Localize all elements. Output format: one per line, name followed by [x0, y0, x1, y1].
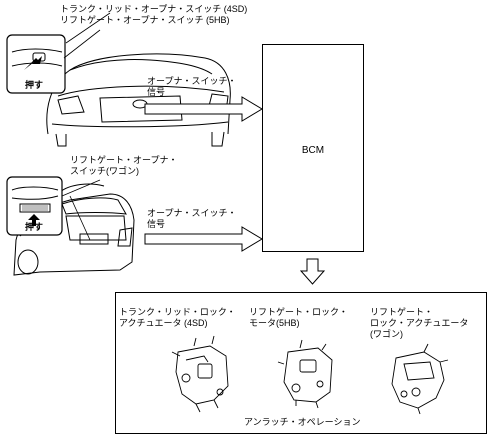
actuator-2-label-line1: リフトゲート・ロック・ [249, 307, 348, 317]
signal-label-bottom-line1: オープナ・スイッチ・ [147, 208, 237, 218]
sedan-rear-illustration [41, 39, 231, 147]
push-label-top: 押す [25, 80, 44, 90]
bcm-output-arrow [299, 258, 326, 285]
signal-label-top-line2: 信号 [147, 87, 166, 97]
liftgate-switch-label-line2: リフトゲート・オープナ・スイッチ (5HB) [60, 15, 230, 25]
signal-label-top-line1: オープナ・スイッチ・ [147, 76, 237, 86]
signal-label-bottom-line2: 信号 [147, 219, 166, 229]
actuator-3-label-line1: リフトゲート・ [370, 307, 434, 317]
wagon-switch-label-line2: スイッチ(ワゴン) [70, 166, 139, 176]
unlatch-operation-label: アンラッチ・オペレーション [244, 417, 361, 427]
actuator-group-box [115, 292, 487, 434]
trunk-switch-label-line1: トランク・リッド・オープナ・スイッチ (4SD) [60, 4, 248, 14]
wagon-switch-inset [6, 176, 101, 236]
wagon-lock-actuator-illustration [391, 343, 449, 415]
signal-arrow-bottom [144, 226, 263, 252]
push-label-bottom: 押す [25, 222, 44, 232]
actuator-2-label-line2: モータ(5HB) [249, 318, 300, 328]
actuator-1-label-line2: アクチュエータ (4SD) [119, 318, 208, 328]
actuator-3-label-line2: ロック・アクチュエータ [370, 318, 469, 328]
trunk-lock-actuator-illustration [171, 335, 229, 413]
bcm-label: BCM [301, 145, 325, 156]
liftgate-lock-motor-illustration [277, 339, 333, 409]
trunk-switch-inset [6, 12, 111, 94]
signal-arrow-top [144, 96, 263, 122]
actuator-1-label-line1: トランク・リッド・ロック・ [119, 307, 236, 317]
actuator-3-label-line3: (ワゴン) [370, 329, 403, 339]
bcm-box: BCM [262, 44, 364, 252]
wagon-switch-label-line1: リフトゲート・オープナ・ [70, 155, 178, 165]
